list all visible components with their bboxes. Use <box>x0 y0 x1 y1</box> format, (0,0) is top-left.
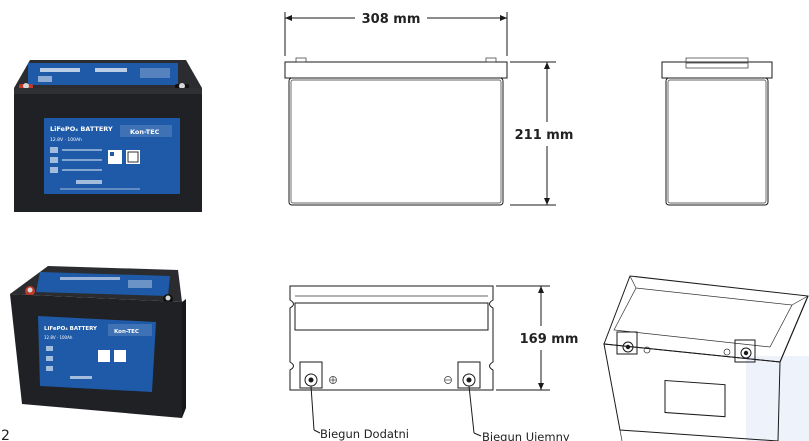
perspective-label-brand: Kon-TEC <box>114 329 139 335</box>
front-label-spec: 12.8V · 100Ah <box>50 137 82 143</box>
front-elevation-drawing: 308 mm 211 mm <box>284 12 574 206</box>
perspective-label-spec: 12.8V · 100Ah <box>44 335 73 340</box>
side-elevation-drawing <box>661 57 773 206</box>
negative-terminal-label: Biegun Ujemny <box>482 430 570 441</box>
front-label-brand: Kon-TEC <box>130 128 160 136</box>
dimension-height-label: 211 mm <box>515 128 574 143</box>
accent-panel <box>746 356 809 441</box>
perspective-label-title: LiFePO₄ BATTERY <box>44 326 98 332</box>
dimension-length-label: 308 mm <box>362 12 421 27</box>
battery-photo-perspective: LiFePO₄ BATTERY 12.8V · 100Ah Kon-TEC <box>10 266 186 418</box>
corner-mark: 2 <box>1 428 10 441</box>
positive-terminal-label: Biegun Dodatni <box>320 427 409 441</box>
front-label-title: LiFePO₄ BATTERY <box>50 125 113 133</box>
battery-photo-front: LiFePO₄ BATTERY 12.8V · 100Ah Kon-TEC <box>14 60 202 212</box>
isometric-drawing <box>603 275 809 441</box>
top-view-drawing: 169 mm Biegun Dodatni Biegun Ujemny <box>289 285 579 441</box>
dimension-width-label: 169 mm <box>520 332 579 347</box>
